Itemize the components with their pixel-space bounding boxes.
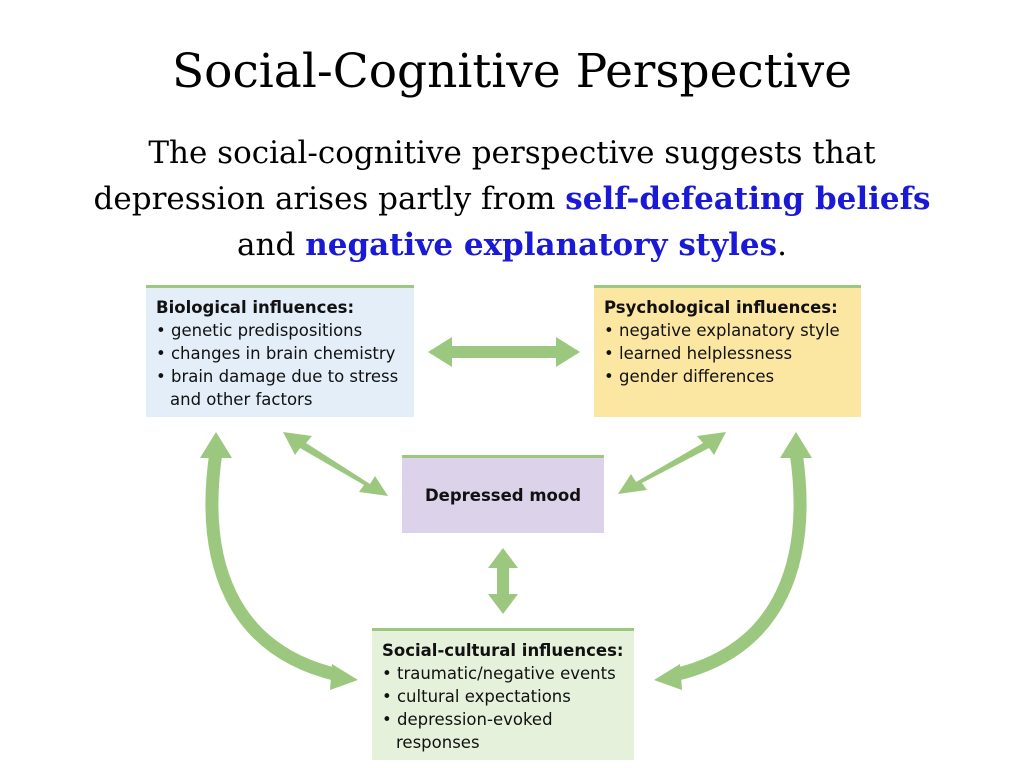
arrow-bio-psych [428,337,580,367]
social-item: depression-evoked responses [382,708,624,754]
arrow-bio-mood [283,432,388,496]
arrow-bio-social-head-top [200,432,232,458]
psychological-item: gender differences [604,365,851,388]
psychological-item: learned helplessness [604,342,851,365]
slide-title: Social-Cognitive Perspective [171,44,853,99]
arrow-mood-social [488,548,518,614]
depressed-mood-label: Depressed mood [424,486,582,505]
psychological-list: negative explanatory style learned helpl… [604,319,851,388]
subtitle-highlight-beliefs: self-defeating beliefs [565,181,931,217]
subtitle-text-3: . [777,227,787,263]
arrow-bio-social-curve [205,451,340,682]
biological-heading: Biological influences: [156,298,355,317]
social-item: traumatic/negative events [382,662,624,685]
psychological-heading: Psychological influences: [604,298,838,317]
arrow-psych-mood [618,432,726,494]
social-cultural-influences-box: Social-cultural influences: traumatic/ne… [372,628,634,760]
subtitle-highlight-styles: negative explanatory styles [305,227,778,263]
slide-subtitle: The social-cognitive perspective suggest… [92,130,932,268]
social-heading: Social-cultural influences: [382,641,624,660]
biological-item: brain damage due to stress and other fac… [156,365,404,411]
psychological-item: negative explanatory style [604,319,851,342]
arrow-bio-social-head-bottom [330,664,358,690]
arrow-psych-social-curve [672,451,807,682]
social-list: traumatic/negative events cultural expec… [382,662,624,754]
arrow-psych-social-head-bottom [654,664,682,690]
social-item: cultural expectations [382,685,624,708]
biological-item: changes in brain chemistry [156,342,404,365]
biological-list: genetic predispositions changes in brain… [156,319,404,411]
arrow-psych-social-head-top [780,432,812,458]
biological-influences-box: Biological influences: genetic predispos… [146,285,414,417]
psychological-influences-box: Psychological influences: negative expla… [594,285,861,417]
depressed-mood-box: Depressed mood [402,455,604,533]
subtitle-text-2: and [237,227,306,263]
biological-item: genetic predispositions [156,319,404,342]
subtitle-text-1: The social-cognitive perspective suggest… [93,135,876,217]
